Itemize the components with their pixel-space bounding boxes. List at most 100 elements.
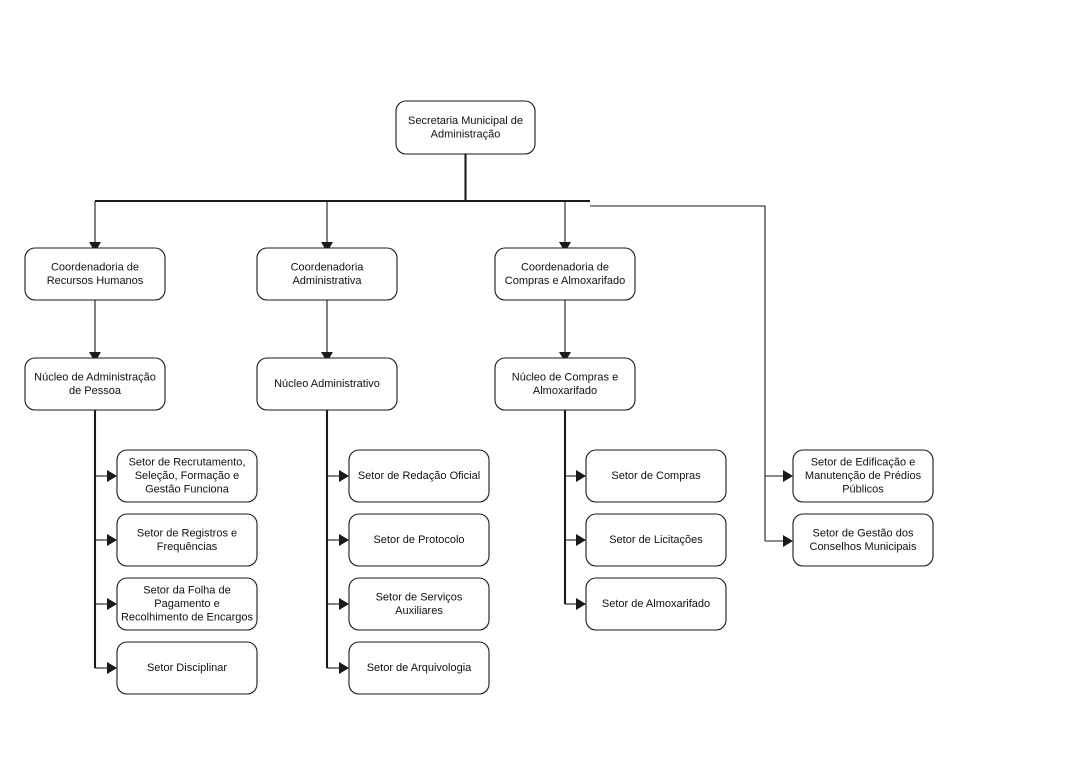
- node-label-rh_2: Setor de Registros e Frequências: [137, 527, 237, 553]
- node-comp_2[interactable]: Setor de Licitações: [585, 513, 727, 567]
- node-rh_1[interactable]: Setor de Recrutamento, Seleção, Formação …: [116, 449, 258, 503]
- node-box-nucleo_pessoa: [24, 357, 166, 411]
- arrowhead-adm-3: [339, 598, 349, 610]
- node-box-nucleo_adm: [256, 357, 398, 411]
- node-label-comp_3: Setor de Almoxarifado: [602, 598, 710, 610]
- node-label-line: Setor de Protocolo: [373, 534, 464, 546]
- node-label-line: Recursos Humanos: [47, 275, 144, 287]
- node-label-comp_1: Setor de Compras: [611, 470, 701, 482]
- node-label-line: Administração: [431, 128, 501, 140]
- arrowhead-adm-2: [339, 534, 349, 546]
- arrowhead-adm-1: [339, 470, 349, 482]
- node-label-line: Secretaria Municipal de: [408, 115, 523, 127]
- node-label-line: Setor de Edificação e: [811, 456, 916, 468]
- arrowhead-coord-compras: [559, 242, 571, 252]
- arrowhead-layer: [89, 242, 793, 674]
- arrowhead-dir-2: [783, 535, 793, 547]
- node-coord_rh[interactable]: Coordenadoria de Recursos Humanos: [24, 247, 166, 301]
- node-label-line: Setor de Serviços: [376, 591, 463, 603]
- node-box-rh_3: [116, 577, 258, 631]
- node-box-comp_1: [585, 449, 727, 503]
- node-box-coord_compras: [494, 247, 636, 301]
- node-box-rh_2: [116, 513, 258, 567]
- node-adm_1[interactable]: Setor de Redação Oficial: [348, 449, 490, 503]
- node-nucleo_compras[interactable]: Núcleo de Compras e Almoxarifado: [494, 357, 636, 411]
- node-box-root: [395, 100, 536, 155]
- node-box-coord_rh: [24, 247, 166, 301]
- node-label-line: Coordenadoria de: [51, 261, 139, 273]
- node-label-line: Setor de Registros e: [137, 527, 237, 539]
- node-label-comp_2: Setor de Licitações: [609, 534, 703, 546]
- node-label-line: Setor de Recrutamento,: [129, 456, 246, 468]
- node-label-line: Núcleo de Compras e: [512, 371, 618, 383]
- node-label-line: Frequências: [157, 541, 218, 553]
- node-box-adm_3: [348, 577, 490, 631]
- arrowhead-nucleo-pessoa: [89, 352, 101, 362]
- arrowhead-coord-adm: [321, 242, 333, 252]
- node-label-line: Auxiliares: [395, 605, 443, 617]
- node-nucleo_adm[interactable]: Núcleo Administrativo: [256, 357, 398, 411]
- node-comp_3[interactable]: Setor de Almoxarifado: [585, 577, 727, 631]
- node-label-rh_1: Setor de Recrutamento, Seleção, Formação …: [129, 456, 246, 495]
- node-label-coord_rh: Coordenadoria de Recursos Humanos: [47, 261, 144, 287]
- arrowhead-rh-1: [107, 470, 117, 482]
- node-label-nucleo_compras: Núcleo de Compras e Almoxarifado: [512, 371, 618, 397]
- node-rh_4[interactable]: Setor Disciplinar: [116, 641, 258, 695]
- arrowhead-rh-3: [107, 598, 117, 610]
- node-label-line: de Pessoa: [69, 385, 122, 397]
- arrowhead-rh-2: [107, 534, 117, 546]
- arrowhead-coord-rh: [89, 242, 101, 252]
- node-box-rh_1: [116, 449, 258, 503]
- node-label-line: Seleção, Formação e: [135, 470, 240, 482]
- arrowhead-adm-4: [339, 662, 349, 674]
- node-comp_1[interactable]: Setor de Compras: [585, 449, 727, 503]
- node-label-line: Núcleo Administrativo: [274, 378, 380, 390]
- node-adm_4[interactable]: Setor de Arquivologia: [348, 641, 490, 695]
- node-label-line: Almoxarifado: [533, 385, 597, 397]
- node-rh_2[interactable]: Setor de Registros e Frequências: [116, 513, 258, 567]
- node-label-adm_2: Setor de Protocolo: [373, 534, 464, 546]
- node-label-line: Públicos: [842, 483, 884, 495]
- node-label-line: Administrativa: [292, 275, 362, 287]
- node-label-line: Setor Disciplinar: [147, 662, 227, 674]
- node-box-comp_3: [585, 577, 727, 631]
- arrowhead-rh-4: [107, 662, 117, 674]
- node-label-line: Recolhimento de Encargos: [121, 611, 254, 623]
- node-box-dir_1: [792, 449, 934, 503]
- node-box-coord_adm: [256, 247, 398, 301]
- node-label-line: Setor da Folha de: [143, 584, 230, 596]
- node-label-line: Setor de Compras: [611, 470, 701, 482]
- node-label-line: Coordenadoria: [291, 261, 365, 273]
- arrowhead-comp-2: [576, 534, 586, 546]
- node-label-line: Setor de Redação Oficial: [358, 470, 480, 482]
- node-label-line: Pagamento e: [154, 598, 219, 610]
- node-label-line: Setor de Arquivologia: [367, 662, 472, 674]
- node-label-rh_4: Setor Disciplinar: [147, 662, 227, 674]
- node-label-line: Gestão Funciona: [145, 483, 230, 495]
- node-label-line: Setor de Almoxarifado: [602, 598, 710, 610]
- node-box-rh_4: [116, 641, 258, 695]
- connector-bus-step-right: [590, 205, 766, 541]
- node-label-nucleo_adm: Núcleo Administrativo: [274, 378, 380, 390]
- node-box-adm_2: [348, 513, 490, 567]
- node-box-adm_4: [348, 641, 490, 695]
- node-adm_2[interactable]: Setor de Protocolo: [348, 513, 490, 567]
- arrowhead-comp-1: [576, 470, 586, 482]
- node-label-adm_1: Setor de Redação Oficial: [358, 470, 480, 482]
- node-box-comp_2: [585, 513, 727, 567]
